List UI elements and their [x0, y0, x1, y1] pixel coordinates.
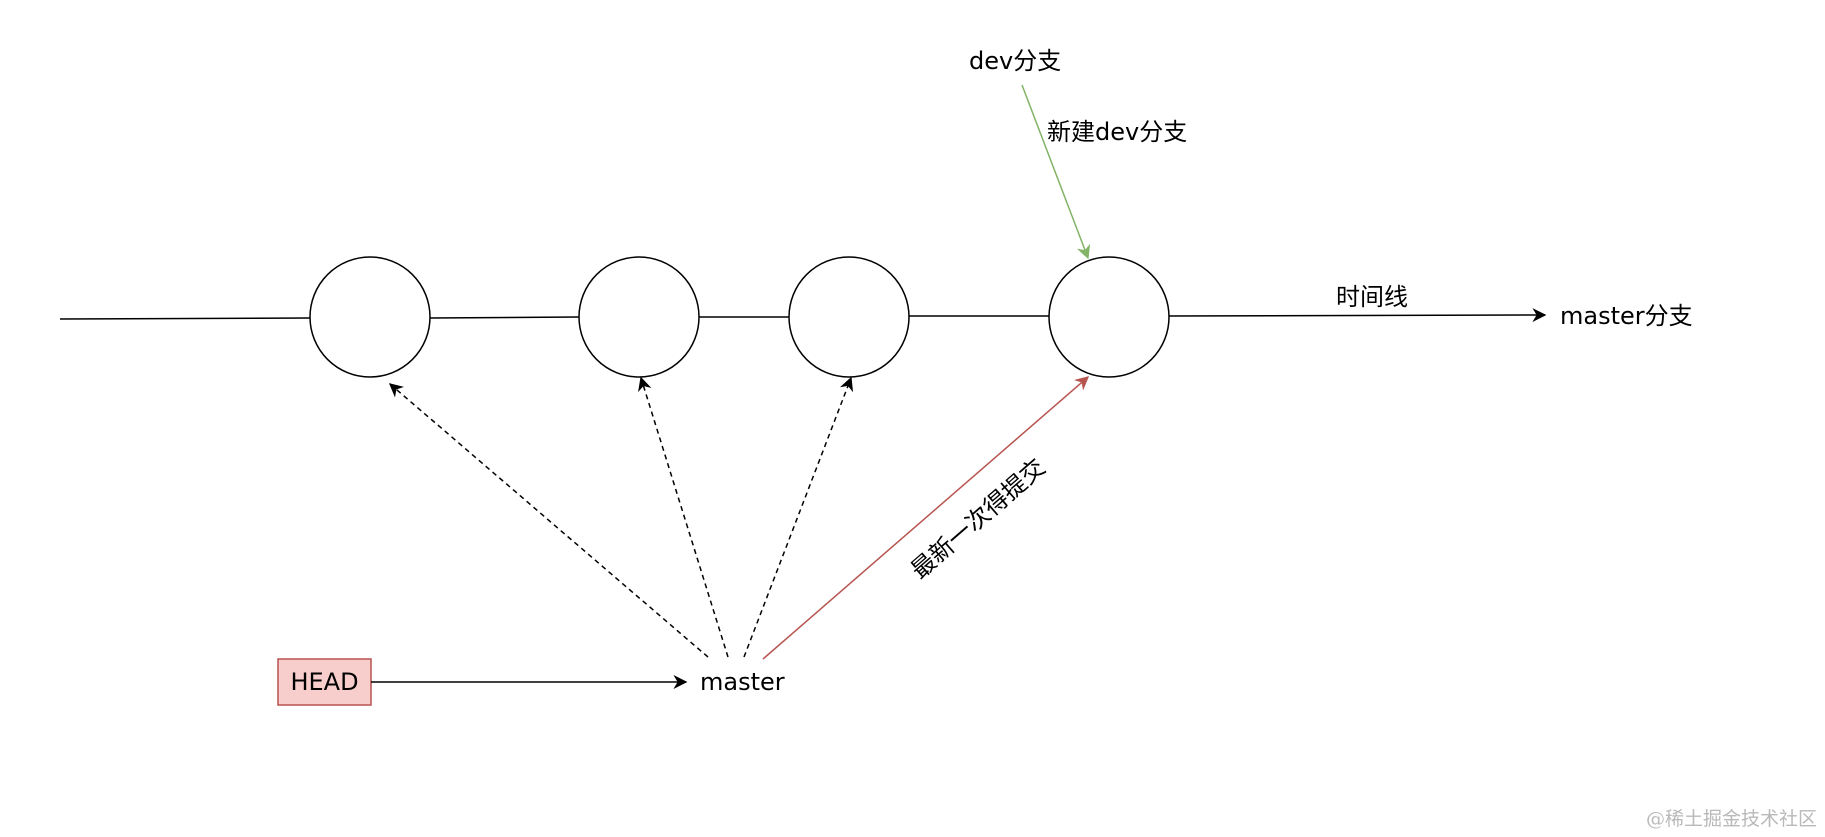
timeline-segment-1-2: [429, 316, 580, 319]
history-arrow-1: [388, 383, 709, 658]
dev-branch-arrow: [1021, 84, 1091, 260]
head-label: HEAD: [290, 668, 358, 696]
timeline-arrow: [1168, 308, 1547, 323]
master-label: master: [700, 668, 785, 696]
commit-node-3[interactable]: [788, 256, 910, 378]
history-arrow-3: [743, 376, 854, 658]
watermark: @稀土掘金技术社区: [1645, 808, 1817, 830]
master-branch-label: master分支: [1560, 302, 1693, 330]
create-dev-label: 新建dev分支: [1047, 118, 1187, 146]
timeline-segment-start: [59, 317, 311, 320]
timeline-label: 时间线: [1336, 283, 1408, 311]
history-arrow-2: [638, 376, 729, 658]
latest-commit-arrow: [762, 376, 1090, 660]
commit-node-1[interactable]: [309, 256, 431, 378]
commit-node-2[interactable]: [578, 256, 700, 378]
dev-branch-label: dev分支: [969, 47, 1061, 75]
commit-node-4[interactable]: [1048, 256, 1170, 378]
